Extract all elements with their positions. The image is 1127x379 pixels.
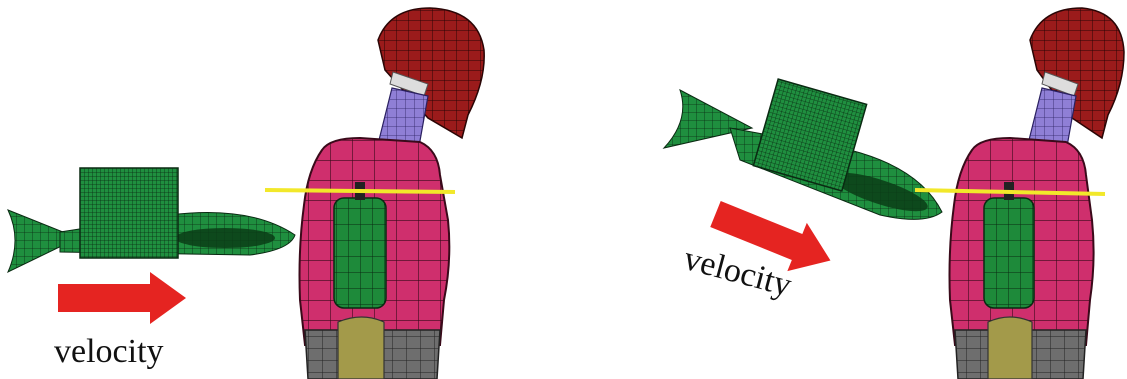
left-projectile (8, 168, 295, 272)
right-panel: velocity (664, 8, 1124, 379)
left-dummy-lower-olive (338, 317, 384, 379)
left-velocity-label: velocity (54, 333, 164, 370)
left-dummy (300, 8, 485, 379)
left-panel: velocity (8, 8, 484, 379)
right-dummy-lower-olive (988, 317, 1032, 379)
left-reference-line (265, 190, 455, 192)
right-arrow-icon (58, 272, 186, 324)
right-projectile (664, 79, 942, 219)
